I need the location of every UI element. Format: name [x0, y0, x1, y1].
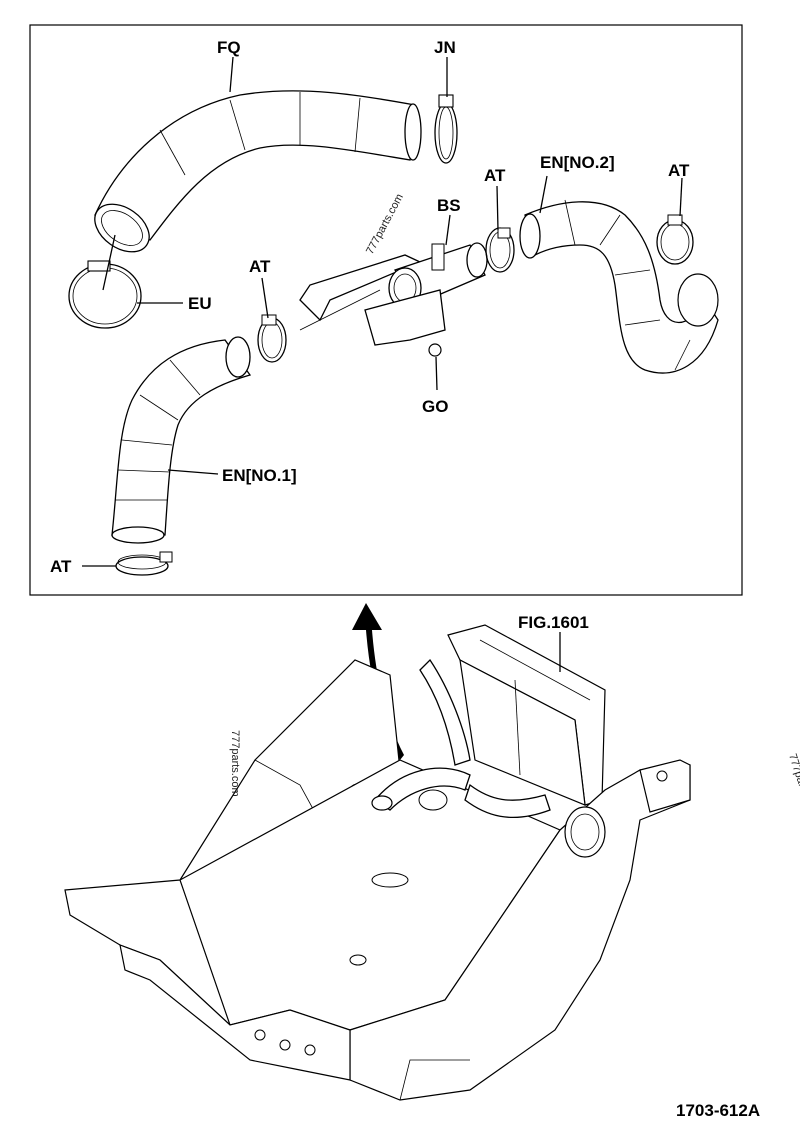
label-jn: JN	[434, 38, 456, 57]
clamp-at-mid	[485, 227, 515, 273]
label-bs: BS	[437, 196, 461, 215]
hose-en-no2	[519, 199, 719, 374]
label-at-bottom: AT	[50, 557, 72, 576]
pipe-bs	[299, 242, 488, 357]
clamp-at-right	[656, 214, 694, 265]
label-eu: EU	[188, 294, 212, 313]
clamp-at-left	[257, 314, 287, 363]
leader-lines	[82, 56, 683, 567]
label-go: GO	[422, 397, 448, 416]
drawing-number: 1703-612A	[676, 1101, 760, 1120]
watermark-3: 777parts.com	[786, 752, 800, 819]
label-en-no1: EN[NO.1]	[222, 466, 297, 485]
machine-frame	[64, 624, 691, 1101]
hose-en-no1	[111, 336, 252, 544]
watermark-2: 777parts.com	[229, 730, 241, 797]
label-at-right: AT	[668, 161, 690, 180]
label-fig-ref: FIG.1601	[518, 613, 589, 632]
label-fq: FQ	[217, 38, 241, 57]
label-at-mid: AT	[484, 166, 506, 185]
clamp-eu	[68, 260, 142, 329]
clamp-jn	[434, 94, 458, 164]
hose-fq	[94, 90, 422, 253]
label-en-no2: EN[NO.2]	[540, 153, 615, 172]
label-at-left: AT	[249, 257, 271, 276]
